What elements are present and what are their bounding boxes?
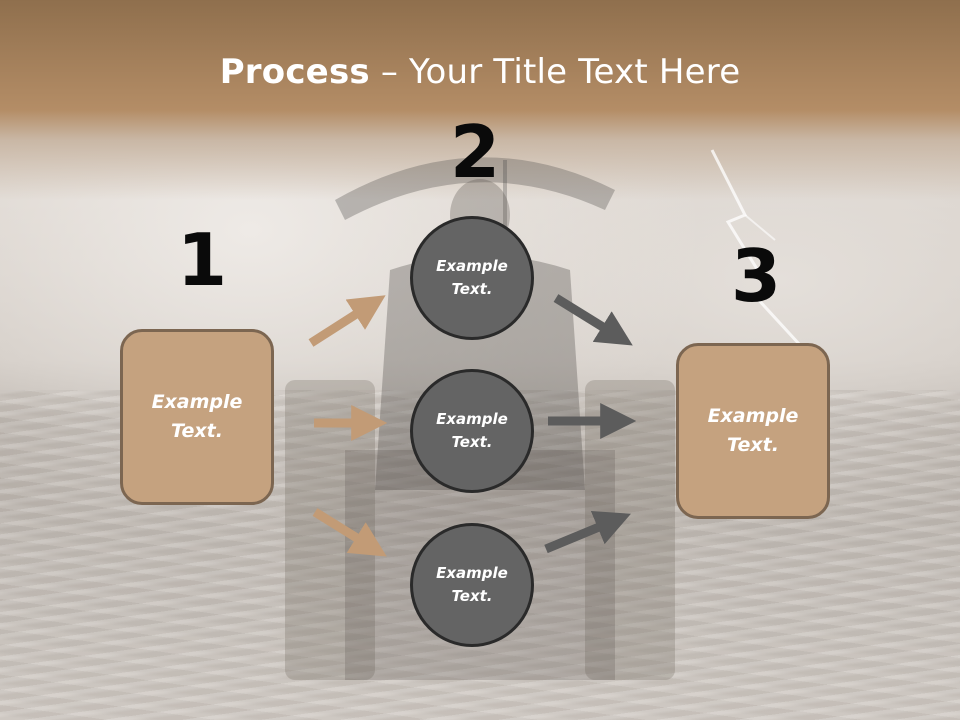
arrow-1-to-top bbox=[308, 295, 386, 347]
circle-top-text-line1: Example bbox=[436, 257, 508, 275]
title-strong: Process bbox=[219, 52, 370, 92]
slide-title: Process – Your Title Text Here bbox=[0, 52, 960, 92]
step-number-2: 2 bbox=[450, 110, 501, 194]
step-3-text: Example Text. bbox=[708, 402, 799, 460]
step-3-text-line1: Example bbox=[707, 405, 799, 427]
circle-middle-text-line1: Example bbox=[436, 410, 508, 428]
arrow-bottom-to-3 bbox=[544, 510, 631, 554]
circle-bottom-text-line1: Example bbox=[436, 564, 508, 582]
step-1-text: Example Text. bbox=[152, 388, 243, 446]
step-number-1: 1 bbox=[177, 218, 228, 302]
step-3-text-line2: Text. bbox=[727, 434, 779, 456]
step-1-text-line2: Text. bbox=[171, 420, 223, 442]
circle-bottom[interactable]: Example Text. bbox=[410, 523, 534, 647]
arrow-1-to-bottom bbox=[312, 508, 387, 557]
circle-middle-text-line2: Text. bbox=[451, 433, 493, 451]
circle-top-text: Example Text. bbox=[436, 255, 508, 301]
circle-bottom-text-line2: Text. bbox=[451, 587, 493, 605]
circle-middle-text: Example Text. bbox=[436, 408, 508, 454]
circle-bottom-text: Example Text. bbox=[436, 562, 508, 608]
arrow-top-to-3 bbox=[553, 294, 633, 346]
step-1-text-line1: Example bbox=[151, 391, 243, 413]
step-1-box[interactable]: Example Text. bbox=[120, 329, 274, 505]
circle-top[interactable]: Example Text. bbox=[410, 216, 534, 340]
circle-top-text-line2: Text. bbox=[451, 280, 493, 298]
title-rest: – Your Title Text Here bbox=[369, 52, 741, 92]
step-3-box[interactable]: Example Text. bbox=[676, 343, 830, 519]
step-number-3: 3 bbox=[731, 234, 782, 318]
circle-middle[interactable]: Example Text. bbox=[410, 369, 534, 493]
